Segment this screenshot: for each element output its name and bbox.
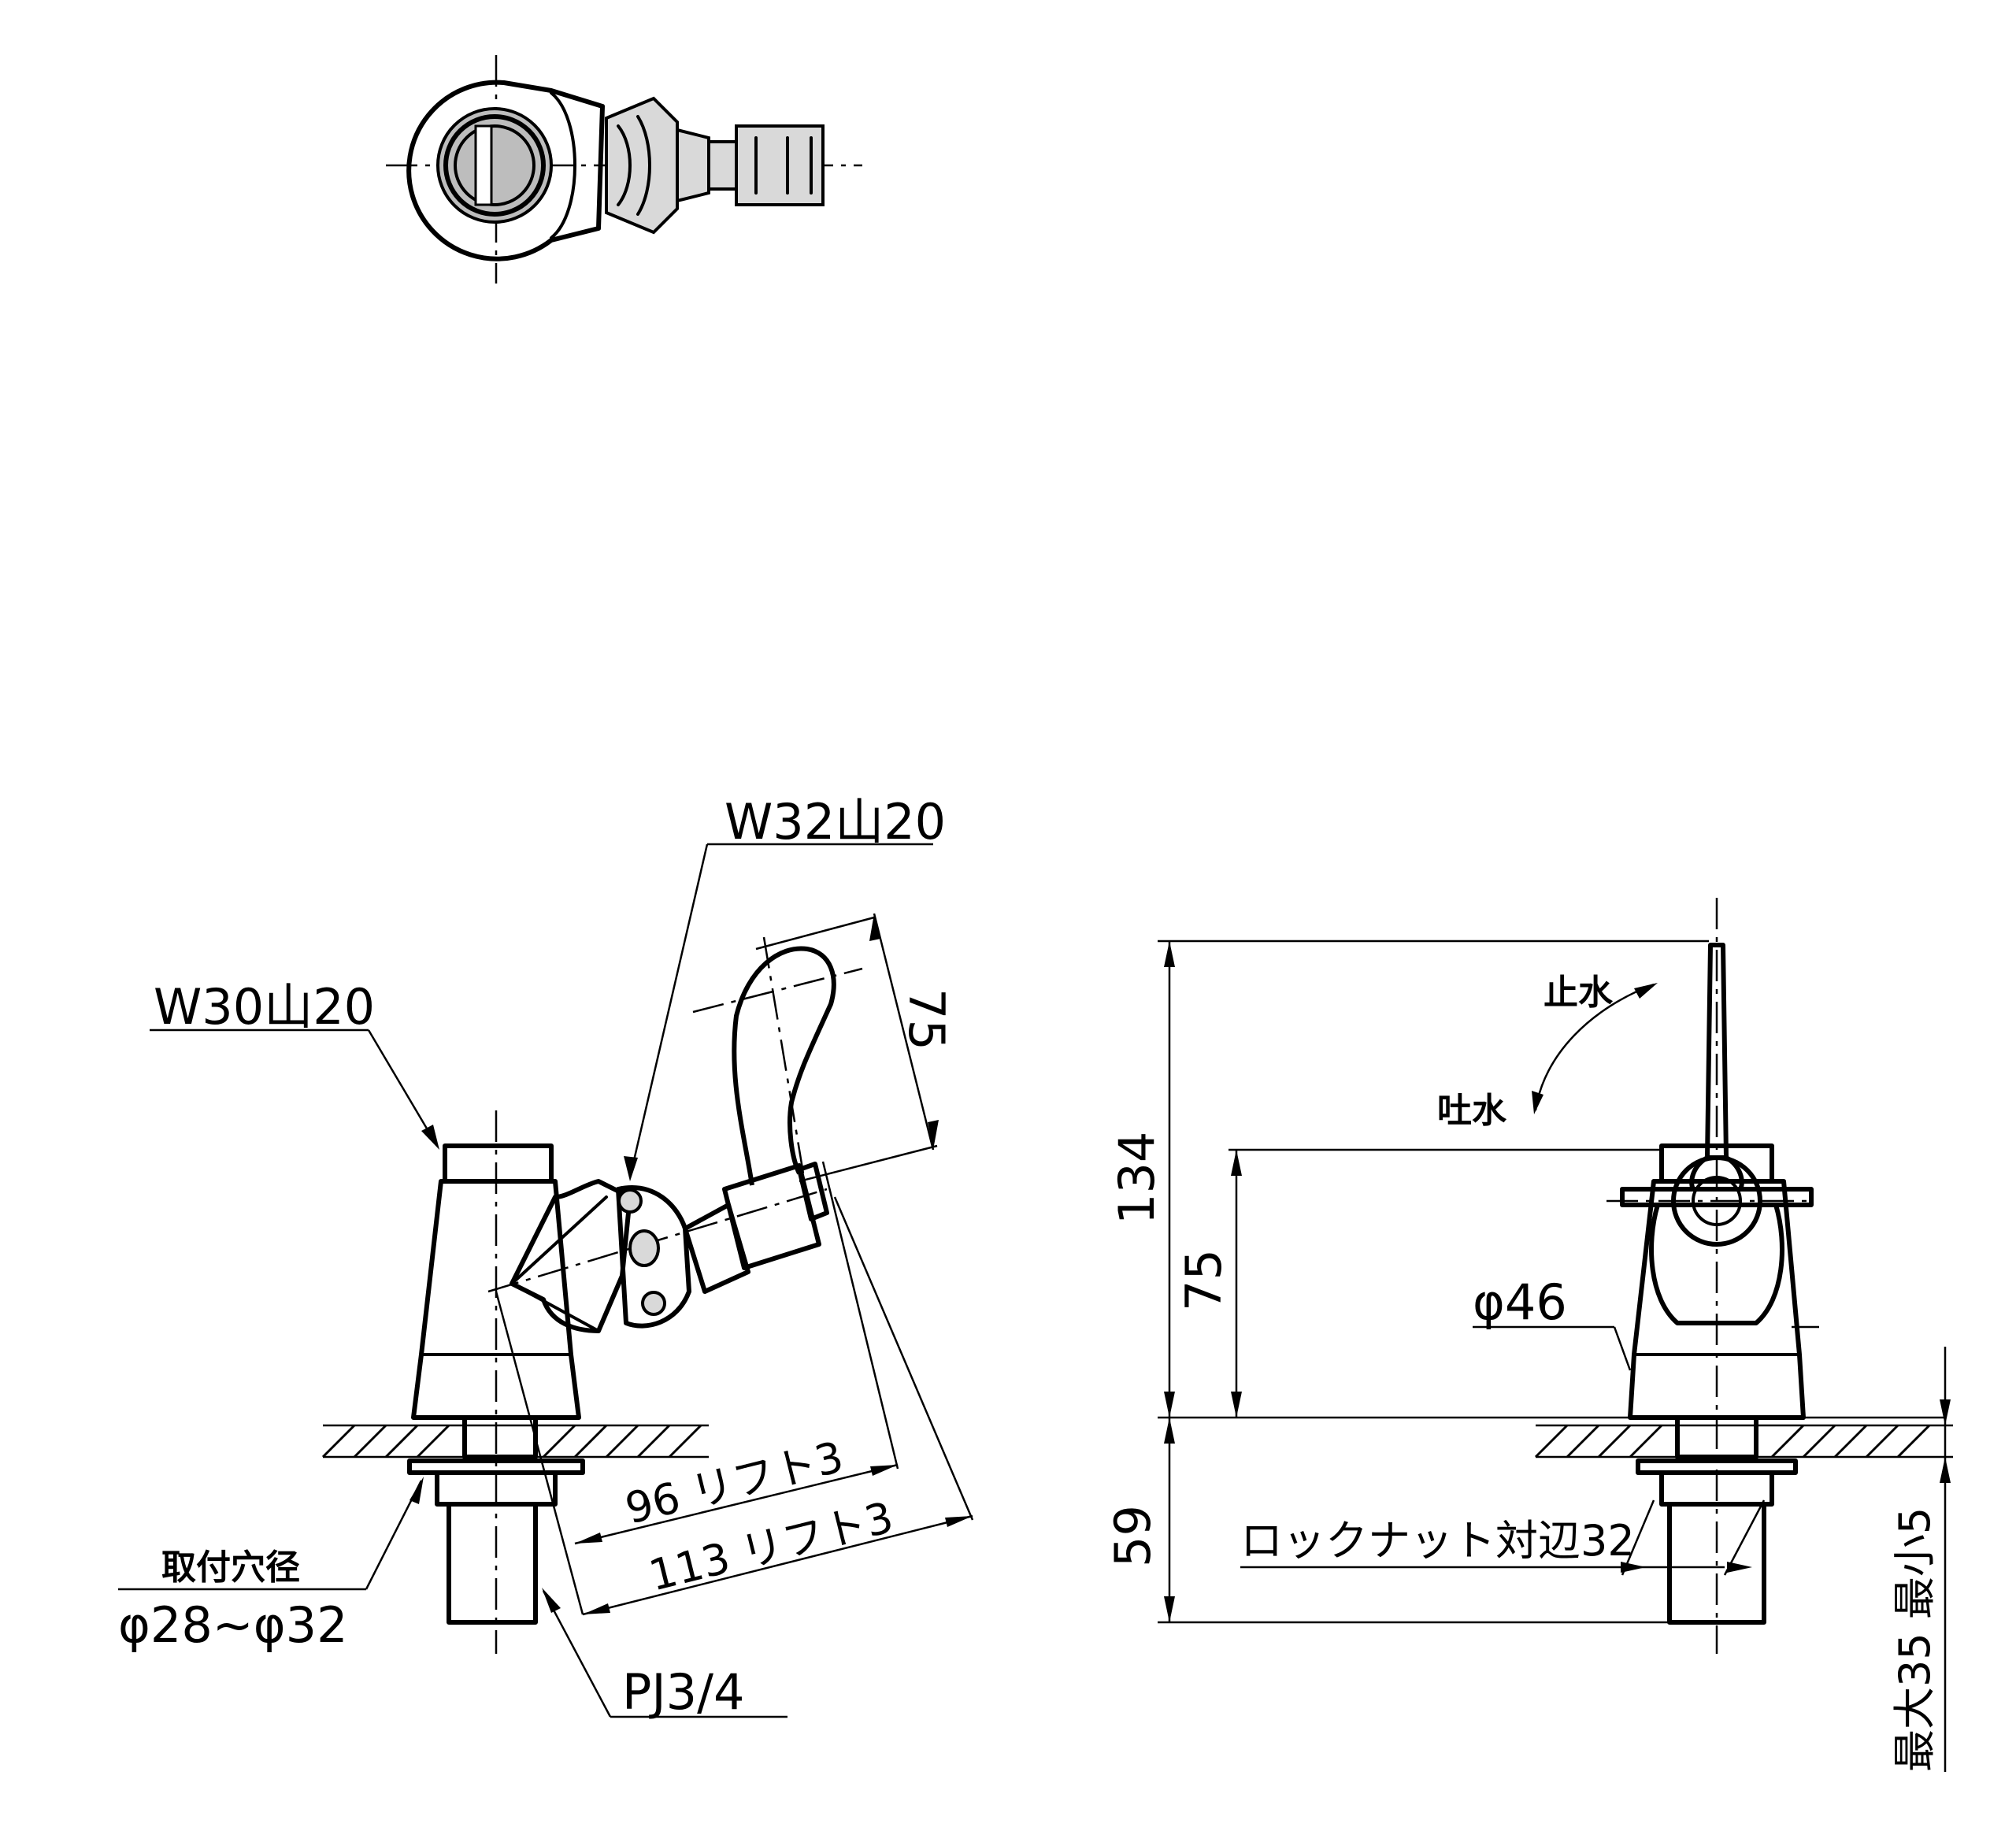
side-dimensions xyxy=(1158,940,1953,1772)
total-height-label: 134 xyxy=(1108,1132,1166,1225)
discharge-water-label: 吐水 xyxy=(1437,1091,1507,1131)
front-view xyxy=(321,936,863,1654)
locknut-label: ロックナット対辺32 xyxy=(1240,1516,1635,1566)
outlet-thread-label: W32山20 xyxy=(724,793,946,851)
hole-title-label: 取付穴径 xyxy=(161,1547,300,1588)
top-view xyxy=(386,55,862,284)
below-deck-label: 59 xyxy=(1104,1505,1162,1567)
hole-range-label: φ28~φ32 xyxy=(118,1596,348,1654)
stop-water-label: 止水 xyxy=(1544,973,1614,1013)
handle-height-label: 75 xyxy=(898,988,955,1051)
side-labels: 134 75 止水 吐水 φ46 59 ロックナット対辺32 最大35 最小5 xyxy=(1104,973,1940,1772)
base-diameter-label: φ46 xyxy=(1473,1273,1567,1331)
pipe-thread-label: PJ3/4 xyxy=(622,1663,744,1721)
inlet-thread-label: W30山20 xyxy=(154,978,375,1036)
side-height-label: 75 xyxy=(1175,1249,1232,1311)
deck-thickness-label: 最大35 最小5 xyxy=(1890,1507,1940,1772)
front-dimensions xyxy=(118,843,974,1718)
